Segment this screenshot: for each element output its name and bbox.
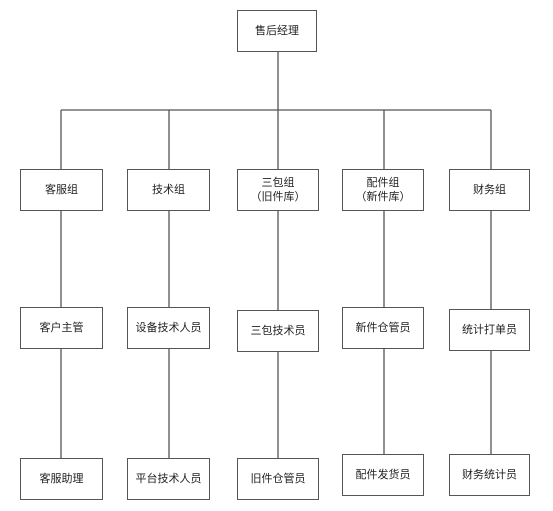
node-parts-dispatcher-label: 配件发货员 — [355, 468, 411, 481]
node-warranty-group-label: 三包组 （旧件库） — [250, 176, 306, 203]
node-warranty-group: 三包组 （旧件库） — [237, 169, 319, 211]
node-customer-service-assistant-label: 客服助理 — [39, 472, 84, 485]
node-parts-group-label: 配件组 （新件库） — [355, 176, 411, 203]
node-old-parts-keeper-label: 旧件仓管员 — [250, 472, 306, 485]
node-customer-service-group-label: 客服组 — [45, 183, 78, 196]
node-equipment-technician-label: 设备技术人员 — [135, 321, 202, 334]
node-technical-group-label: 技术组 — [152, 183, 185, 196]
node-platform-technician-label: 平台技术人员 — [135, 472, 202, 485]
node-customer-service-assistant: 客服助理 — [20, 458, 103, 500]
node-finance-statistician: 财务统计员 — [449, 454, 530, 496]
node-billing-clerk: 统计打单员 — [449, 309, 530, 351]
node-customer-supervisor: 客户主管 — [20, 307, 103, 349]
node-customer-service-group: 客服组 — [20, 169, 103, 211]
node-old-parts-keeper: 旧件仓管员 — [237, 458, 319, 500]
node-technical-group: 技术组 — [127, 169, 210, 211]
node-finance-group-label: 财务组 — [473, 183, 506, 196]
node-warranty-technician-label: 三包技术员 — [250, 324, 306, 337]
node-finance-statistician-label: 财务统计员 — [462, 468, 517, 481]
node-new-parts-keeper: 新件仓管员 — [342, 307, 424, 349]
node-parts-group: 配件组 （新件库） — [342, 169, 424, 211]
node-platform-technician: 平台技术人员 — [127, 458, 210, 500]
node-warranty-technician: 三包技术员 — [237, 310, 319, 352]
node-after-sales-manager-label: 售后经理 — [255, 24, 299, 37]
node-equipment-technician: 设备技术人员 — [127, 307, 210, 349]
node-billing-clerk-label: 统计打单员 — [462, 323, 517, 336]
node-after-sales-manager: 售后经理 — [237, 10, 317, 52]
node-parts-dispatcher: 配件发货员 — [342, 454, 424, 496]
node-new-parts-keeper-label: 新件仓管员 — [355, 321, 411, 334]
node-finance-group: 财务组 — [449, 169, 530, 211]
node-customer-supervisor-label: 客户主管 — [39, 321, 84, 334]
